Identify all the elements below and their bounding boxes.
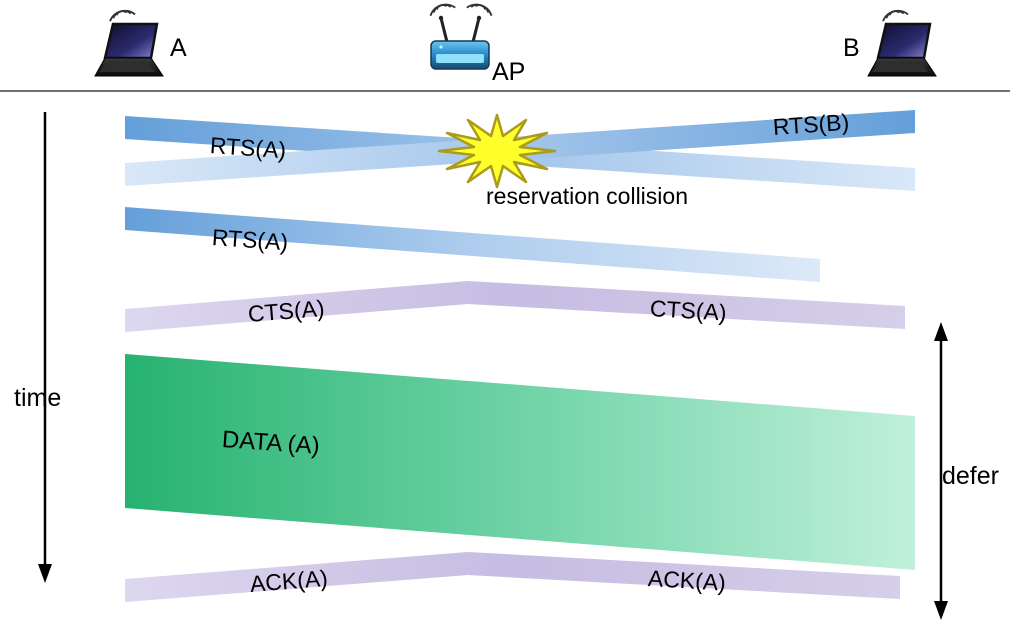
time-axis-label: time — [14, 384, 62, 412]
reservation-collision-label: reservation collision — [486, 183, 688, 209]
rts-a-retry-label: RTS(A) — [211, 224, 289, 256]
rts-a-first-label: RTS(A) — [209, 132, 287, 164]
wifi-waves-a-icon — [107, 7, 137, 23]
beam-cts-a — [125, 281, 905, 332]
beam-data-a — [125, 354, 915, 570]
laptop-b-icon — [866, 7, 938, 78]
wifi-waves-ap-right-icon — [465, 0, 495, 17]
wifi-waves-b-icon — [880, 7, 910, 23]
time-axis-arrow — [38, 112, 52, 583]
defer-span-arrow — [934, 322, 948, 620]
wifi-waves-ap-left-icon — [427, 0, 457, 17]
ack-a-right-label: ACK(A) — [647, 565, 727, 596]
collision-star — [437, 113, 557, 189]
beam-ack-a — [125, 552, 900, 602]
cts-a-right-label: CTS(A) — [649, 295, 728, 326]
device-a-label: A — [170, 34, 187, 62]
rts-b-label: RTS(B) — [772, 108, 850, 140]
defer-label: defer — [942, 462, 999, 490]
laptop-a-icon — [93, 7, 165, 78]
device-b-label: B — [843, 34, 860, 62]
access-point-icon — [427, 0, 495, 71]
beam-rts-a-retry — [125, 207, 820, 282]
device-ap-label: AP — [492, 58, 526, 86]
